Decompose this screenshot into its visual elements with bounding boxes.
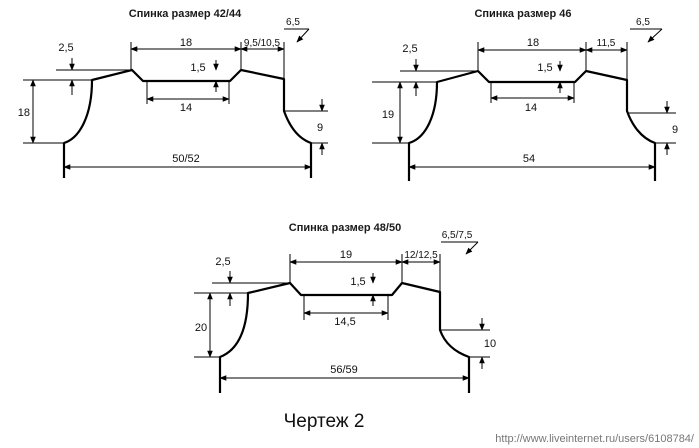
drawing-caption: Чертеж 2 [284, 411, 365, 432]
dim-top-width: 19 [340, 249, 352, 261]
dim-neck-depth: 1,5 [350, 276, 365, 288]
pattern-size-48-50: Спинка размер 48/50 19 12/12,5 6,5/7,5 2… [194, 222, 496, 393]
dim-top-width: 18 [527, 37, 539, 49]
dim-shoulder-drop: 2,5 [215, 256, 230, 268]
dim-bottom-width: 56/59 [330, 364, 358, 376]
dim-neck-slope: 6,5 [286, 17, 300, 28]
dim-bottom-width: 50/52 [172, 153, 200, 165]
back-piece-outline [218, 281, 471, 393]
back-piece-outline [62, 68, 313, 178]
dim-neck-depth: 1,5 [190, 62, 205, 74]
dim-neck-slope: 6,5/7,5 [442, 230, 473, 241]
dim-armhole-height: 18 [18, 107, 30, 119]
pattern-title: Спинка размер 42/44 [129, 8, 242, 20]
dim-neck-width: 14 [180, 102, 192, 114]
source-url: http://www.liveinternet.ru/users/6108784… [495, 433, 695, 445]
dim-neck-slope: 6,5 [636, 17, 650, 28]
dim-top-width: 18 [180, 37, 192, 49]
dim-shoulder-drop: 2,5 [402, 43, 417, 55]
pattern-title: Спинка размер 48/50 [289, 222, 401, 234]
dim-bottom-width: 54 [523, 153, 535, 165]
dim-armhole-height: 20 [195, 322, 207, 334]
pattern-size-42-44: Спинка размер 42/44 18 9,5/10,5 6,5 2,5 … [18, 8, 328, 178]
dim-shoulder-width: 12/12,5 [404, 250, 438, 261]
dim-shoulder-width: 9,5/10,5 [244, 38, 281, 49]
pattern-size-46: Спинка размер 46 18 11,5 6,5 2,5 1,5 14 [372, 8, 678, 181]
back-piece-outline [407, 69, 657, 181]
dim-armhole-depth: 10 [484, 338, 496, 350]
dim-armhole-height: 19 [382, 109, 394, 121]
dim-armhole-depth: 9 [317, 122, 323, 134]
dim-neck-width: 14 [525, 102, 537, 114]
dim-neck-depth: 1,5 [537, 62, 552, 74]
dim-shoulder-width: 11,5 [597, 38, 616, 49]
dim-shoulder-drop: 2,5 [58, 42, 73, 54]
dim-neck-width: 14,5 [334, 316, 355, 328]
pattern-title: Спинка размер 46 [474, 8, 571, 20]
dim-armhole-depth: 9 [672, 124, 678, 136]
